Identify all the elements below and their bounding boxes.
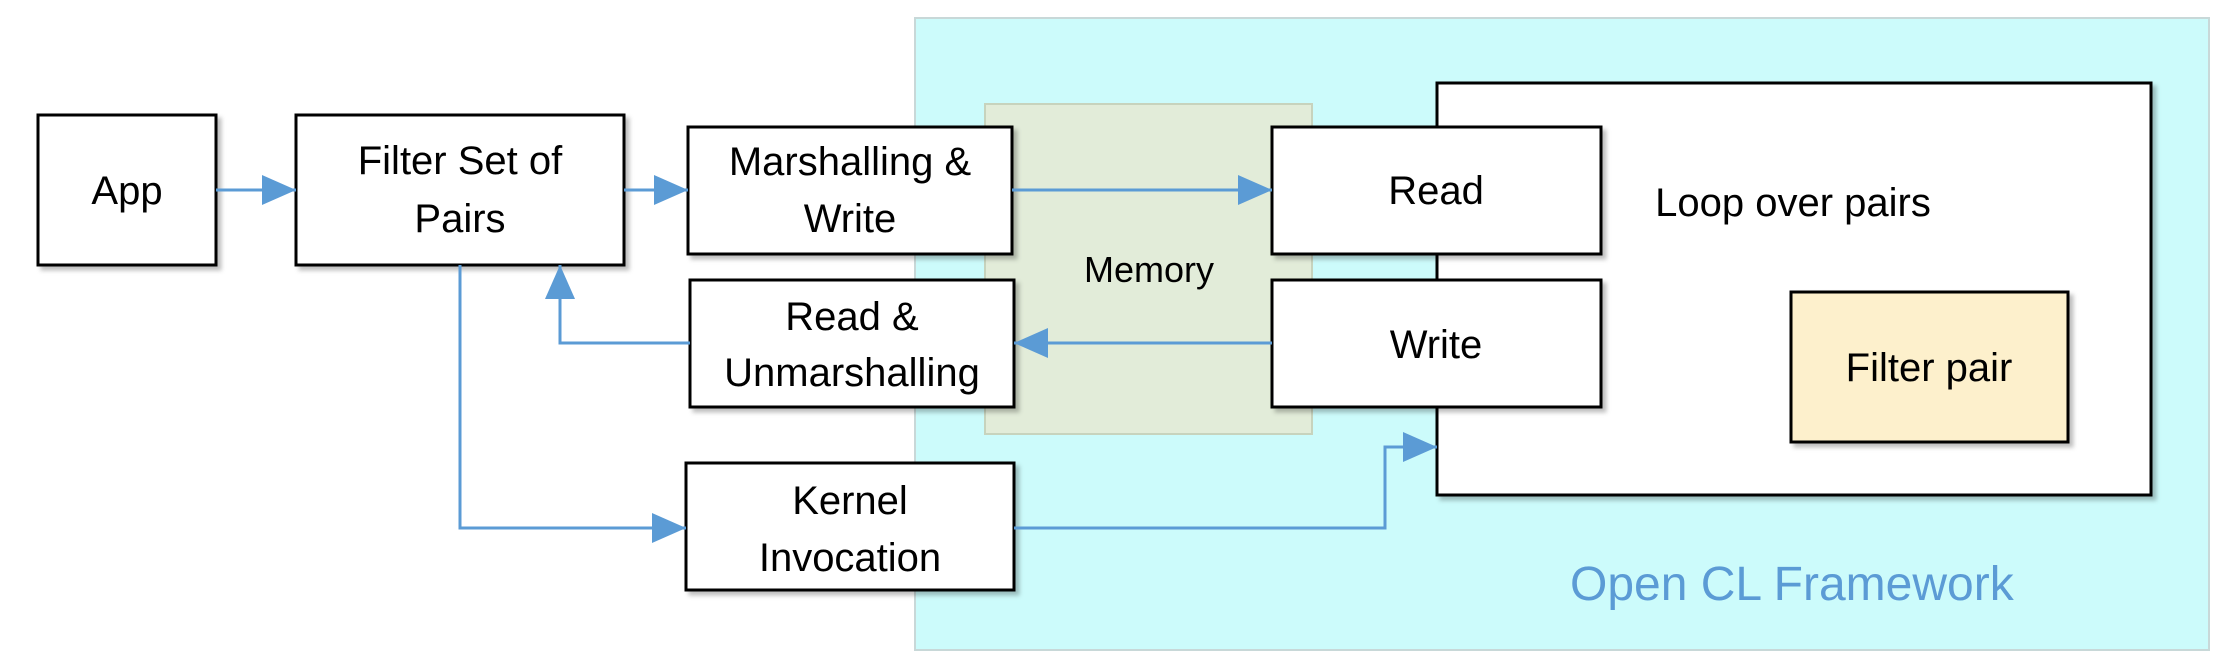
arrow-read-unmarshalling-to-filter-set <box>545 265 690 345</box>
filter-set-label-line2: Pairs <box>414 197 505 241</box>
arrow-filter-set-to-kernel-invocation <box>458 265 686 543</box>
filter-pair-box <box>1789 290 2070 444</box>
memory-label: Memory <box>1084 249 1214 290</box>
marshalling-write-label-line2: Write <box>804 197 897 241</box>
kernel-invocation-label-line2: Invocation <box>759 536 941 580</box>
filter-pair-label: Filter pair <box>1846 346 2013 390</box>
app-box <box>36 113 218 267</box>
filter-set-label-line1: Filter Set of <box>358 139 563 183</box>
memory-region <box>984 103 1313 435</box>
kernel-invocation-label-line1: Kernel <box>792 479 908 523</box>
app-label: App <box>91 169 162 213</box>
read-unmarshalling-label-line1: Read & <box>785 295 919 339</box>
read-label: Read <box>1388 169 1484 213</box>
marshalling-write-label-line1: Marshalling & <box>729 140 972 184</box>
loop-over-pairs-label: Loop over pairs <box>1655 181 1931 225</box>
opencl-framework-label: Open CL Framework <box>1570 558 2015 611</box>
write-label: Write <box>1390 323 1483 367</box>
read-unmarshalling-box <box>688 278 1016 409</box>
arrow-kernel-invocation-to-loop <box>1014 432 1437 530</box>
write-box <box>1270 278 1603 409</box>
read-unmarshalling-label-line2: Unmarshalling <box>724 351 980 395</box>
filter-set-of-pairs-box <box>294 113 626 267</box>
